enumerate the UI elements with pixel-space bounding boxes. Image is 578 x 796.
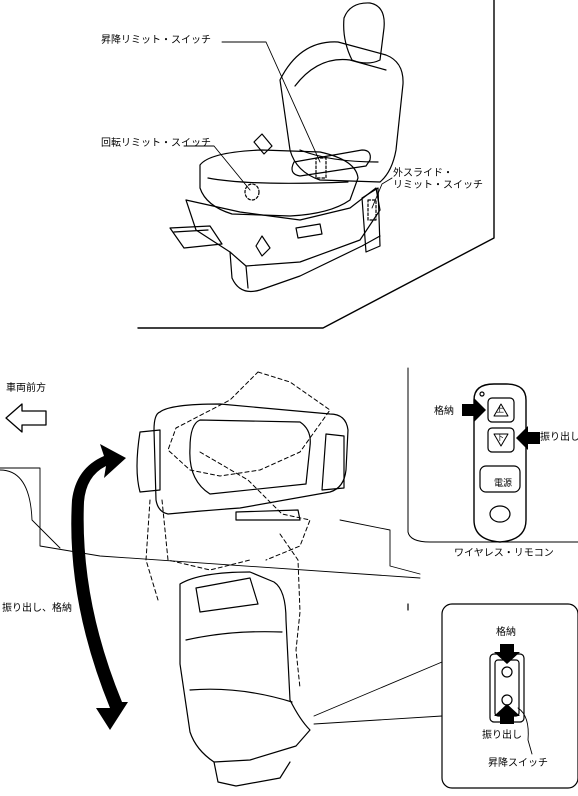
detail-store-arrow — [494, 644, 520, 664]
switch-detail-frame — [441, 603, 578, 789]
seat-top-view-stored — [136, 403, 349, 521]
label-detail-store: 格納 — [496, 627, 516, 638]
leader-slide — [371, 177, 393, 209]
swing-out-store-arrow — [71, 444, 128, 730]
label-wireless-remote: ワイヤレス・リモコン — [454, 548, 554, 559]
label-remote-swing-out: 振り出し — [540, 432, 578, 443]
remote-up-symbol: 上 — [496, 405, 504, 414]
slide-switch-marker — [367, 199, 377, 221]
leader-lift — [221, 41, 321, 163]
label-lift-limit-switch: 昇降リミット・スイッチ — [101, 35, 211, 46]
label-detail-swing-out: 振り出し — [482, 730, 522, 741]
vehicle-body-outline — [0, 467, 421, 579]
leader-rotation — [183, 145, 251, 191]
remote-panel-border — [407, 367, 578, 543]
power-button-label: 電源 — [494, 478, 512, 489]
detail-swing-out-arrow — [494, 704, 520, 724]
label-swing-out-store: 振り出し、格納 — [2, 603, 72, 614]
seat-top-view-out — [179, 571, 311, 787]
vehicle-front-arrow — [5, 403, 47, 433]
wireless-remote-device — [473, 383, 527, 543]
label-lift-switch: 昇降スイッチ — [488, 758, 548, 769]
label-remote-store: 格納 — [434, 406, 454, 417]
seat-top-view-rotating — [145, 371, 331, 689]
remote-store-arrow — [462, 398, 486, 422]
label-vehicle-front: 車両前方 — [6, 383, 46, 394]
leader-detail — [313, 661, 443, 725]
label-outer-slide-limit-line1: 外スライド・ — [393, 168, 453, 179]
label-outer-slide-limit-line2: リミット・スイッチ — [393, 180, 483, 191]
lift-switch-marker — [315, 157, 327, 179]
leader-lift-switch — [517, 707, 533, 755]
top-floor-outline — [137, 0, 495, 329]
rotation-switch-marker — [244, 183, 260, 201]
label-rotation-limit-switch: 回転リミット・スイッチ — [101, 138, 211, 149]
remote-swing-out-arrow — [516, 426, 540, 450]
seat-perspective-drawing — [169, 2, 404, 293]
remote-down-symbol: 下 — [496, 433, 504, 442]
